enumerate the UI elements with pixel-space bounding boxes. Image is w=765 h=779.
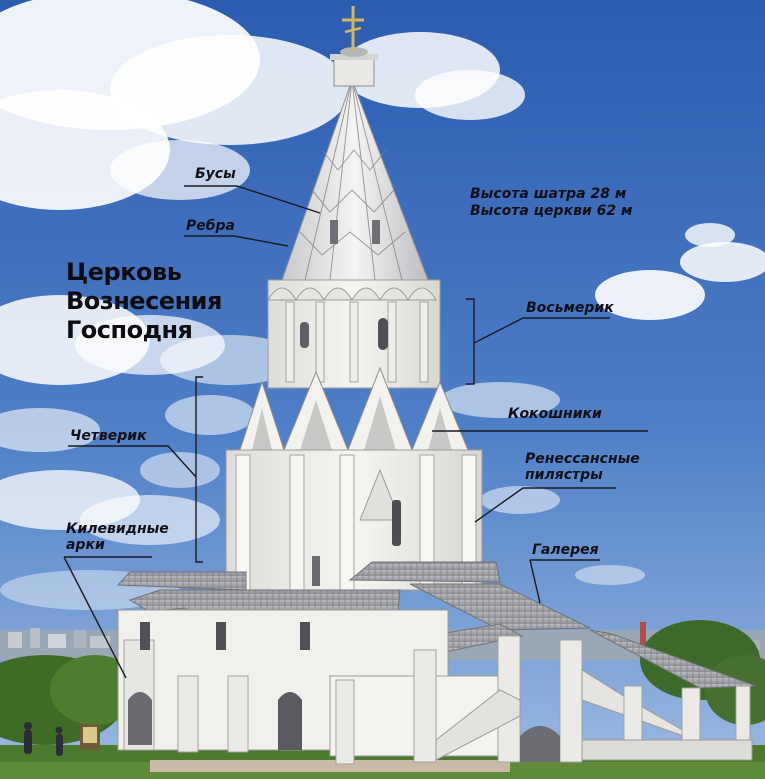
church-height-text: Высота церкви 62 м	[470, 203, 633, 219]
label-pilasters-line-2: пилястры	[525, 467, 603, 483]
label-galereya: Галерея	[532, 542, 599, 558]
title-line-1: Церковь	[66, 258, 182, 286]
label-rebra: Ребра	[186, 218, 235, 234]
title-line-3: Господня	[66, 316, 193, 344]
label-pilasters: Ренессансные пилястры	[525, 451, 640, 483]
label-arches-line-1: Килевидные	[66, 521, 169, 537]
leader-lines	[63, 185, 648, 679]
label-pilasters-line-1: Ренессансные	[525, 451, 640, 467]
label-arches-line-2: арки	[66, 537, 105, 553]
tent-height-text: Высота шатра 28 м	[470, 186, 627, 202]
diagram-title: Церковь Вознесения Господня	[66, 258, 222, 345]
label-kokoshniki: Кокошники	[508, 406, 602, 422]
label-chetverik: Четверик	[70, 428, 147, 444]
height-info: Высота шатра 28 м Высота церкви 62 м	[470, 186, 632, 220]
church	[24, 6, 757, 765]
label-arches: Килевидные арки	[66, 521, 169, 553]
title-line-2: Вознесения	[66, 287, 222, 315]
label-busy: Бусы	[195, 166, 236, 182]
label-vosmerik: Восьмерик	[526, 300, 614, 316]
